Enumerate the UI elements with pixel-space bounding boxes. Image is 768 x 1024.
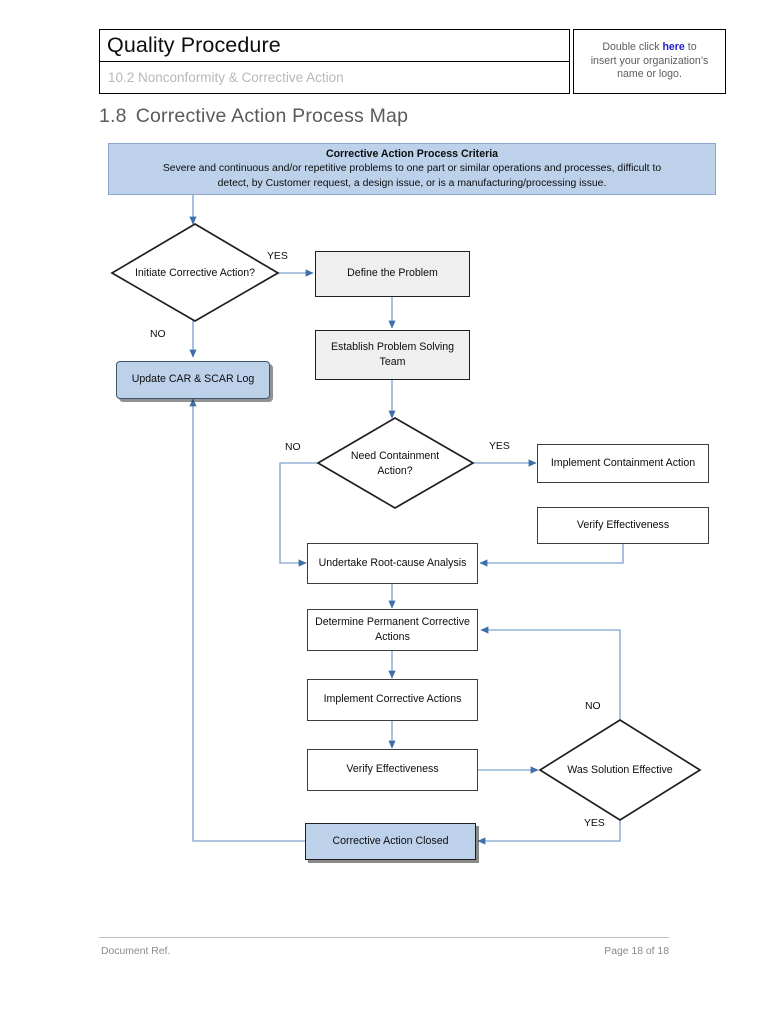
logo-placeholder-line-1: Double click here to [602, 41, 696, 55]
node-label: Define the Problem [347, 267, 438, 280]
criteria-title: Corrective Action Process Criteria [325, 148, 499, 161]
document-header: Quality Procedure 10.2 Nonconformity & C… [99, 29, 726, 95]
criteria-line-1: Severe and continuous and/or repetitive … [162, 163, 662, 175]
logo-text-post: to [684, 40, 697, 53]
node-define-the-problem[interactable]: Define the Problem [315, 251, 470, 297]
node-initiate-corrective-action[interactable]: Initiate Corrective Action? [130, 255, 260, 293]
node-label: Need Containment Action? [350, 449, 440, 477]
node-label: Verify Effectiveness [576, 518, 670, 531]
header-title-cell: Quality Procedure [99, 29, 570, 62]
criteria-line-2: detect, by Customer request, a design is… [217, 178, 607, 189]
node-label: Was Solution Effective [567, 764, 673, 777]
edge-label-solution-no: NO [585, 701, 601, 712]
node-determine-permanent-corrective-actions[interactable]: Determine Permanent Corrective Actions [307, 609, 478, 651]
edge-label-initiate-yes: YES [267, 251, 288, 262]
edge-label-initiate-no: NO [150, 329, 166, 340]
node-label: Update CAR & SCAR Log [131, 373, 255, 386]
node-label: Initiate Corrective Action? [134, 267, 256, 280]
footer-page-number: Page 18 of 18 [604, 946, 669, 957]
node-label: Determine Permanent Corrective Actions [315, 615, 470, 643]
node-implement-corrective-actions[interactable]: Implement Corrective Actions [307, 679, 478, 721]
logo-here-link[interactable]: here [662, 40, 685, 53]
node-corrective-action-closed[interactable]: Corrective Action Closed [305, 823, 476, 860]
node-verify-effectiveness-containment[interactable]: Verify Effectiveness [537, 507, 709, 544]
section-number: 1.8 [99, 105, 127, 127]
node-label: Implement Corrective Actions [323, 693, 462, 706]
edge-label-containment-no: NO [285, 442, 301, 453]
page-title: Quality Procedure [107, 32, 281, 57]
header-subtitle-cell: 10.2 Nonconformity & Corrective Action [99, 62, 570, 94]
node-was-solution-effective[interactable]: Was Solution Effective [558, 752, 682, 790]
connector-verify-containment-to-rootcause [479, 543, 624, 567]
edge-label-solution-yes: YES [584, 818, 605, 829]
edge-label-containment-yes: YES [489, 441, 510, 452]
node-label: Verify Effectiveness [346, 763, 439, 776]
node-update-car-scar-log[interactable]: Update CAR & SCAR Log [116, 361, 270, 399]
logo-placeholder-line-3: name or logo. [617, 68, 682, 81]
logo-text-pre: Double click [602, 40, 663, 53]
node-label: Undertake Root-cause Analysis [318, 556, 467, 569]
node-label: Establish Problem Solving Team [330, 340, 455, 368]
logo-placeholder-line-2: insert your organization’s [590, 54, 709, 67]
section-heading: 1.8 Corrective Action Process Map [99, 105, 408, 128]
section-title-text: Corrective Action Process Map [135, 105, 409, 127]
node-implement-containment-action[interactable]: Implement Containment Action [537, 444, 709, 483]
node-label: Implement Containment Action [550, 456, 696, 469]
logo-placeholder-cell[interactable]: Double click here to insert your organiz… [573, 29, 726, 94]
criteria-box: Corrective Action Process Criteria Sever… [108, 143, 716, 195]
header-subtitle: 10.2 Nonconformity & Corrective Action [108, 69, 344, 85]
node-need-containment-action[interactable]: Need Containment Action? [332, 445, 458, 483]
node-label: Corrective Action Closed [332, 834, 449, 847]
footer-document-ref: Document Ref. [101, 946, 171, 957]
footer-divider [99, 937, 669, 938]
node-undertake-root-cause-analysis[interactable]: Undertake Root-cause Analysis [307, 543, 478, 584]
connector-closed-to-update-log [189, 398, 305, 842]
node-verify-effectiveness-final[interactable]: Verify Effectiveness [307, 749, 478, 791]
node-establish-problem-solving-team[interactable]: Establish Problem Solving Team [315, 330, 470, 380]
